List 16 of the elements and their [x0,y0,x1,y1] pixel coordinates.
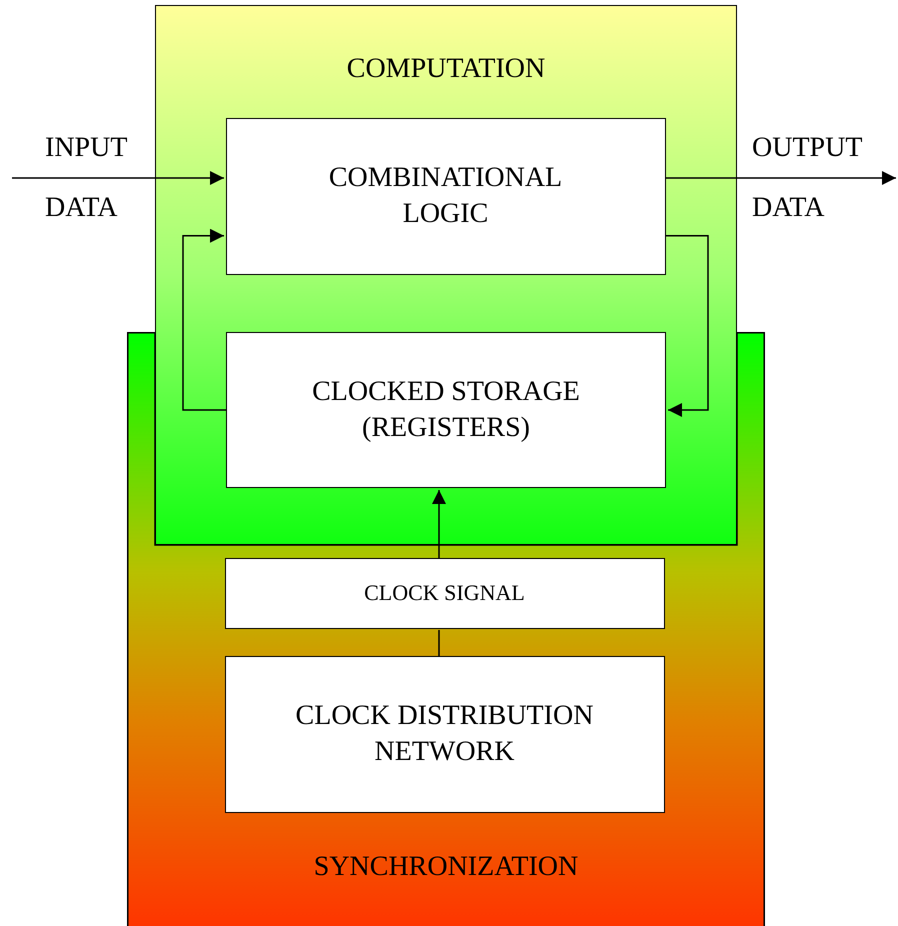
arrow [12,171,224,185]
node-label: COMBINATIONAL LOGIC [328,161,564,231]
edge-label: OUTPUT DATA [752,131,863,225]
process-box [226,118,666,274]
node-label: CLOCK DISTRIBUTION NETWORK [294,699,594,769]
region-title: COMPUTATION [346,52,546,86]
process-box [224,558,664,628]
node-label: CLOCKED STORAGE (REGISTERS) [311,375,581,445]
arrow [432,490,446,559]
arrow [666,235,709,417]
arrow [182,228,226,411]
edge-label: INPUT DATA [45,131,128,225]
node-label: CLOCK SIGNAL [363,579,526,607]
region-title: SYNCHRONIZATION [312,850,580,884]
process-box [224,656,664,812]
arrow [666,171,896,185]
